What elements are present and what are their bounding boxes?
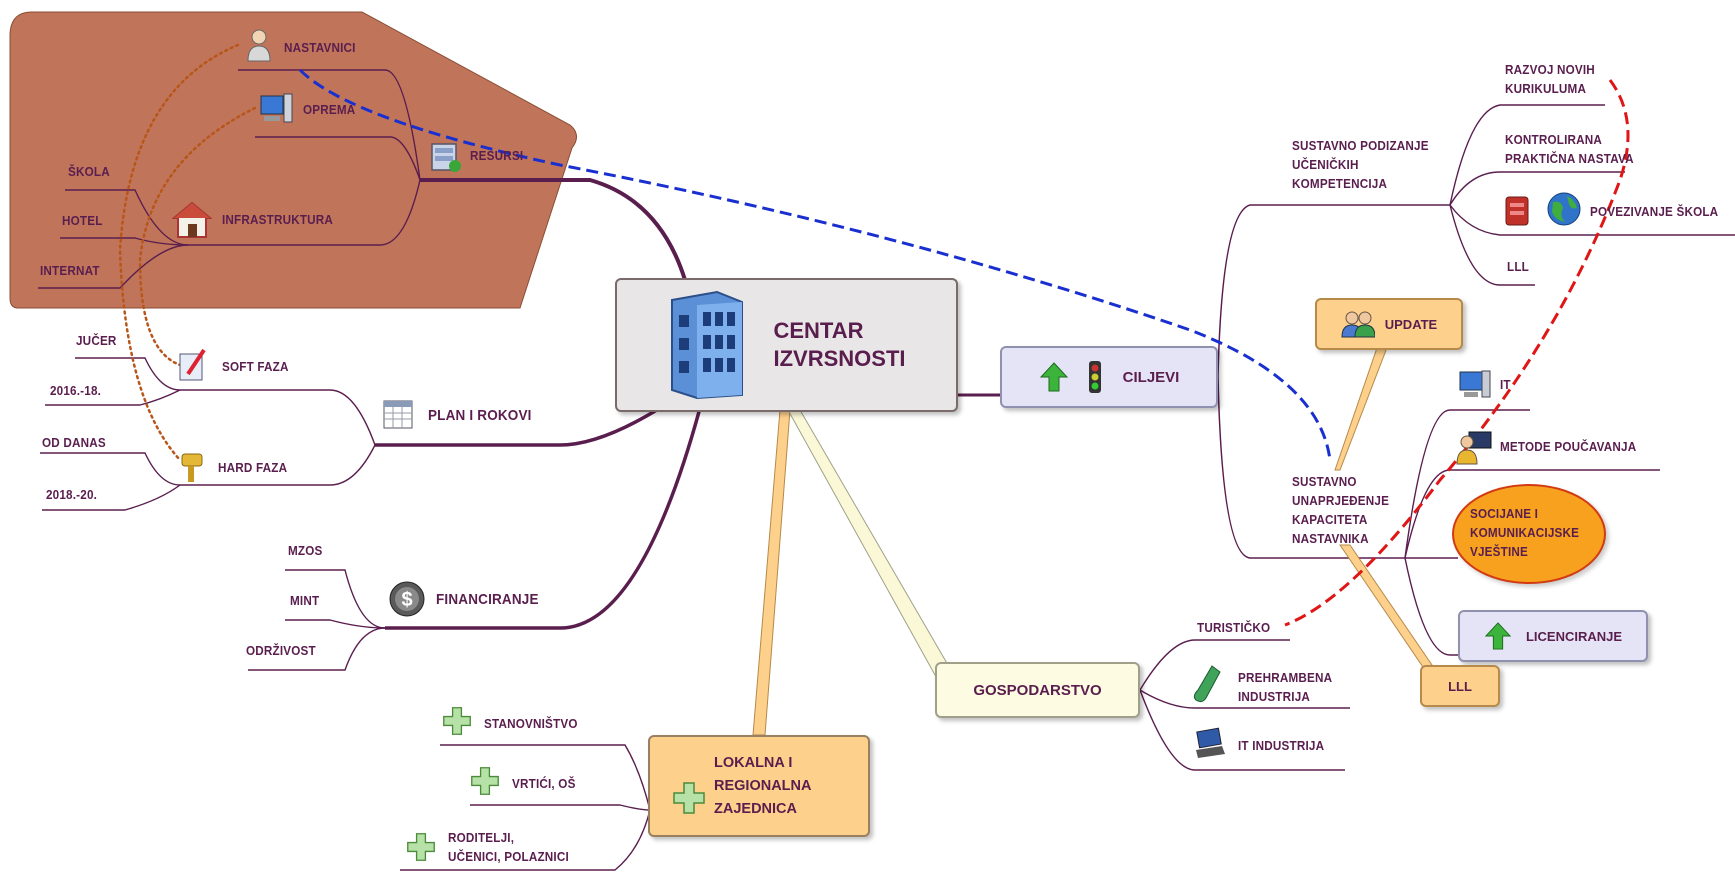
update-node[interactable]: UPDATE	[1315, 298, 1463, 350]
socijalne-label: SOCIJANE I KOMUNIKACIJSKE VJEŠTINE	[1470, 506, 1580, 559]
roditelji-label[interactable]: RODITELJI, UČENICI, POLAZNICI	[448, 830, 569, 864]
hard-faza-label[interactable]: HARD FAZA	[218, 460, 288, 475]
hotel-label[interactable]: HOTEL	[62, 213, 103, 228]
plan-label[interactable]: PLAN I ROKOVI	[428, 407, 532, 424]
person-icon	[247, 29, 271, 62]
metode-label[interactable]: METODE POUČAVANJA	[1500, 439, 1637, 454]
lokalna-label: LOKALNA I REGIONALNA ZAJEDNICA	[714, 754, 812, 817]
skola-label[interactable]: ŠKOLA	[68, 164, 110, 179]
branch-update	[1334, 344, 1389, 471]
gospodarstvo-label: GOSPODARSTVO	[973, 681, 1102, 699]
branch-gospodarstvo	[787, 409, 949, 676]
kompetencije-label[interactable]: SUSTAVNO PODIZANJE UČENIČKIH KOMPETENCIJ…	[1292, 138, 1429, 191]
monitor-icon	[1459, 370, 1491, 398]
branch-lokalna	[752, 409, 791, 736]
server-icon	[1505, 196, 1529, 226]
internat-label[interactable]: INTERNAT	[40, 263, 100, 278]
update-label: UPDATE	[1384, 316, 1438, 332]
green-arrow-icon	[1484, 622, 1512, 650]
licenciranje-label: LICENCIRANJE	[1525, 628, 1623, 644]
nastavnici-label[interactable]: NASTAVNICI	[284, 40, 356, 55]
razvoj-label[interactable]: RAZVOJ NOVIH KURIKULUMA	[1505, 62, 1595, 96]
red-link	[1284, 79, 1630, 627]
sub-branches	[38, 69, 1735, 871]
kontrolirana-label[interactable]: KONTROLIRANA PRAKTIČNA NASTAVA	[1505, 132, 1634, 166]
dotted-links	[118, 43, 257, 462]
lll-label: LLL	[1448, 678, 1472, 694]
building-icon	[671, 290, 744, 400]
traffic-light-icon	[1088, 361, 1101, 393]
soft-years-label[interactable]: 2016.-18.	[50, 383, 102, 398]
jucer-label[interactable]: JUČER	[76, 333, 117, 348]
plus-icon	[471, 767, 499, 795]
turisticko-label[interactable]: TURISTIČKO	[1197, 620, 1271, 635]
mint-label[interactable]: MINT	[290, 593, 320, 608]
odrzivost-label[interactable]: ODRŽIVOST	[246, 643, 316, 658]
prehrambena-label[interactable]: PREHRAMBENA INDUSTRIJA	[1238, 670, 1333, 704]
infrastruktura-label[interactable]: INFRASTRUKTURA	[222, 212, 334, 227]
plus-icon	[673, 782, 705, 814]
blue-link	[298, 68, 1332, 461]
teacher-icon	[1456, 431, 1492, 465]
green-arrow-icon	[1039, 362, 1068, 392]
branch-lll	[1339, 544, 1433, 671]
povezivanje-label[interactable]: POVEZIVANJE ŠKOLA	[1590, 204, 1719, 219]
vrtici-label[interactable]: VRTIĆI, OŠ	[512, 776, 576, 791]
stanovnistvo-label[interactable]: STANOVNIŠTVO	[484, 716, 578, 731]
plus-icon	[443, 707, 471, 735]
people-icon	[1341, 311, 1375, 338]
socijalne-node[interactable]: SOCIJANE I KOMUNIKACIJSKE VJEŠTINE	[1452, 484, 1606, 584]
resursi-area	[9, 11, 577, 309]
licenciranje-node[interactable]: LICENCIRANJE	[1458, 610, 1648, 662]
house-icon	[172, 201, 212, 238]
oprema-label[interactable]: OPREMA	[303, 102, 356, 117]
lokalna-node[interactable]: LOKALNA I REGIONALNA ZAJEDNICA	[648, 735, 870, 837]
plus-icon	[407, 833, 435, 861]
center-node[interactable]: CENTAR IZVRSNOSTI	[615, 278, 958, 412]
mzos-label[interactable]: MZOS	[288, 543, 323, 558]
soft-faza-label[interactable]: SOFT FAZA	[222, 359, 289, 374]
main-branches	[375, 178, 1450, 630]
od-danas-label[interactable]: OD DANAS	[42, 435, 106, 450]
it-label[interactable]: IT	[1500, 377, 1511, 392]
hard-years-label[interactable]: 2018.-20.	[46, 487, 98, 502]
financiranje-label[interactable]: FINANCIRANJE	[436, 591, 539, 608]
lll-kompetencije-label[interactable]: LLL	[1507, 259, 1529, 274]
ciljevi-label: CILJEVI	[1122, 368, 1180, 386]
gavel-icon	[181, 453, 203, 482]
gospodarstvo-node[interactable]: GOSPODARSTVO	[935, 662, 1140, 718]
center-title: CENTAR IZVRSNOSTI	[773, 318, 906, 371]
bottle-icon	[1193, 665, 1221, 703]
it-industrija-label[interactable]: IT INDUSTRIJA	[1238, 738, 1325, 753]
lll-node[interactable]: LLL	[1420, 665, 1500, 707]
svg-text:$: $	[401, 589, 412, 611]
kapaciteti-label[interactable]: SUSTAVNO UNAPRJEĐENJE KAPACITETA NASTAVN…	[1292, 474, 1390, 546]
dollar-icon: $	[389, 581, 425, 617]
resursi-label[interactable]: RESURSI	[470, 148, 524, 163]
computer-icon	[260, 93, 293, 123]
globe-icon	[1547, 192, 1581, 226]
ciljevi-node[interactable]: CILJEVI	[1000, 346, 1218, 408]
calendar-icon	[383, 400, 413, 429]
laptop-icon	[1196, 727, 1225, 758]
database-icon	[431, 143, 461, 172]
pencil-icon	[179, 348, 206, 381]
